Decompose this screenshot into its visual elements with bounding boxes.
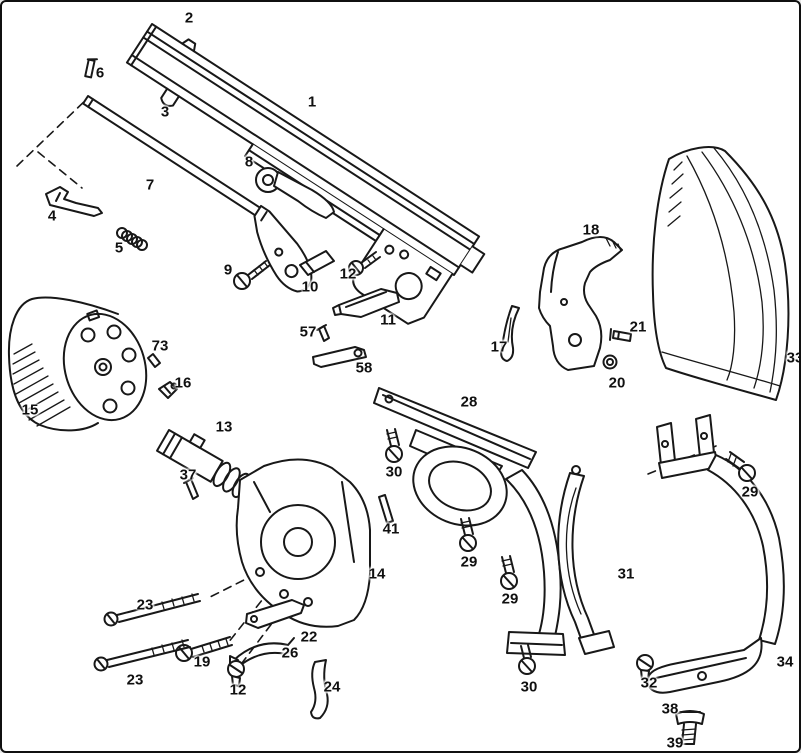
part-label-19-35: 19 xyxy=(193,653,211,671)
screw-part-12-upper xyxy=(348,251,381,276)
part-label-2-0: 2 xyxy=(184,9,194,27)
sear-part-22 xyxy=(245,599,305,629)
part-label-9-9: 9 xyxy=(223,261,233,279)
backstrap xyxy=(646,414,785,694)
part-label-18-7: 18 xyxy=(582,221,600,239)
barrel-wedge-part-11 xyxy=(332,288,400,318)
plunger-part-10 xyxy=(299,250,335,276)
part-label-3-3: 3 xyxy=(160,103,170,121)
part-label-32-38: 32 xyxy=(640,674,658,692)
screw-part-30-lower xyxy=(518,644,536,675)
part-label-28-21: 28 xyxy=(460,393,478,411)
screw-part-30-upper xyxy=(385,428,403,463)
frame xyxy=(235,458,371,628)
link-part-58 xyxy=(312,346,367,368)
screw-part-29-left xyxy=(459,517,477,552)
part-label-5-8: 5 xyxy=(114,239,124,257)
part-label-33-17: 33 xyxy=(786,349,799,367)
trigger-guard xyxy=(373,387,566,656)
part-label-57-14: 57 xyxy=(299,323,317,341)
part-label-31-30: 31 xyxy=(617,565,635,583)
part-label-58-18: 58 xyxy=(355,359,373,377)
part-label-39-43: 39 xyxy=(666,734,684,752)
latch-part-4 xyxy=(45,186,103,217)
screw-part-29-mid xyxy=(500,555,518,590)
grip-grain-hatching xyxy=(667,161,684,227)
mainspring xyxy=(557,465,615,655)
part-label-15-22: 15 xyxy=(21,401,39,419)
hand-part-17 xyxy=(500,305,520,362)
pin-part-57 xyxy=(316,324,330,342)
part-label-4-6: 4 xyxy=(47,207,57,225)
part-label-30-41: 30 xyxy=(520,678,538,696)
part-label-12-40: 12 xyxy=(229,681,247,699)
trigger-part-24 xyxy=(310,659,329,720)
screw-part-23-lower xyxy=(93,639,191,672)
part-label-38-42: 38 xyxy=(661,700,679,718)
pin-part-73 xyxy=(147,353,161,368)
part-label-30-24: 30 xyxy=(385,463,403,481)
screw-part-21 xyxy=(609,328,632,342)
part-label-16-19: 16 xyxy=(174,374,192,392)
part-label-1-2: 1 xyxy=(307,93,317,111)
part-label-24-39: 24 xyxy=(323,678,341,696)
screw-part-23-upper xyxy=(103,593,201,627)
part-label-23-32: 23 xyxy=(136,596,154,614)
part-label-20-20: 20 xyxy=(608,374,626,392)
butt-screw-parts-38-39 xyxy=(675,710,705,745)
cylinder xyxy=(7,296,148,432)
part-label-14-29: 14 xyxy=(368,565,386,583)
part-label-34-36: 34 xyxy=(776,653,794,671)
part-label-10-11: 10 xyxy=(301,278,319,296)
part-label-21-13: 21 xyxy=(629,318,647,336)
part-label-29-26: 29 xyxy=(741,483,759,501)
part-label-26-34: 26 xyxy=(281,644,299,662)
part-label-41-27: 41 xyxy=(382,520,400,538)
screw-part-29-right xyxy=(725,451,756,482)
part-label-6-1: 6 xyxy=(95,64,105,82)
part-label-73-15: 73 xyxy=(151,337,169,355)
hammer xyxy=(538,236,623,371)
nut-part-20 xyxy=(602,354,618,370)
grip-panel xyxy=(651,146,790,401)
part-label-23-37: 23 xyxy=(126,671,144,689)
screw-part-9 xyxy=(233,260,271,290)
pin-part-6 xyxy=(84,58,98,79)
cylinder-hatching xyxy=(12,343,71,427)
part-label-22-33: 22 xyxy=(300,628,318,646)
part-label-12-10: 12 xyxy=(339,265,357,283)
part-label-37-25: 37 xyxy=(179,466,197,484)
spring-part-5 xyxy=(116,227,148,251)
screw-part-12-lower xyxy=(227,660,245,687)
screw-part-32 xyxy=(636,654,654,681)
nipple-part-16 xyxy=(158,381,178,399)
part-label-13-23: 13 xyxy=(215,418,233,436)
part-label-8-4: 8 xyxy=(244,153,254,171)
part-label-17-16: 17 xyxy=(490,338,508,356)
plunger-lever xyxy=(255,167,335,219)
loading-lever xyxy=(82,95,313,293)
pin-part-41 xyxy=(378,494,394,524)
part-label-7-5: 7 xyxy=(145,176,155,194)
pin-part-37 xyxy=(183,477,199,500)
part-label-29-31: 29 xyxy=(501,590,519,608)
part-label-11-12: 11 xyxy=(380,311,396,329)
part-label-29-28: 29 xyxy=(460,553,478,571)
